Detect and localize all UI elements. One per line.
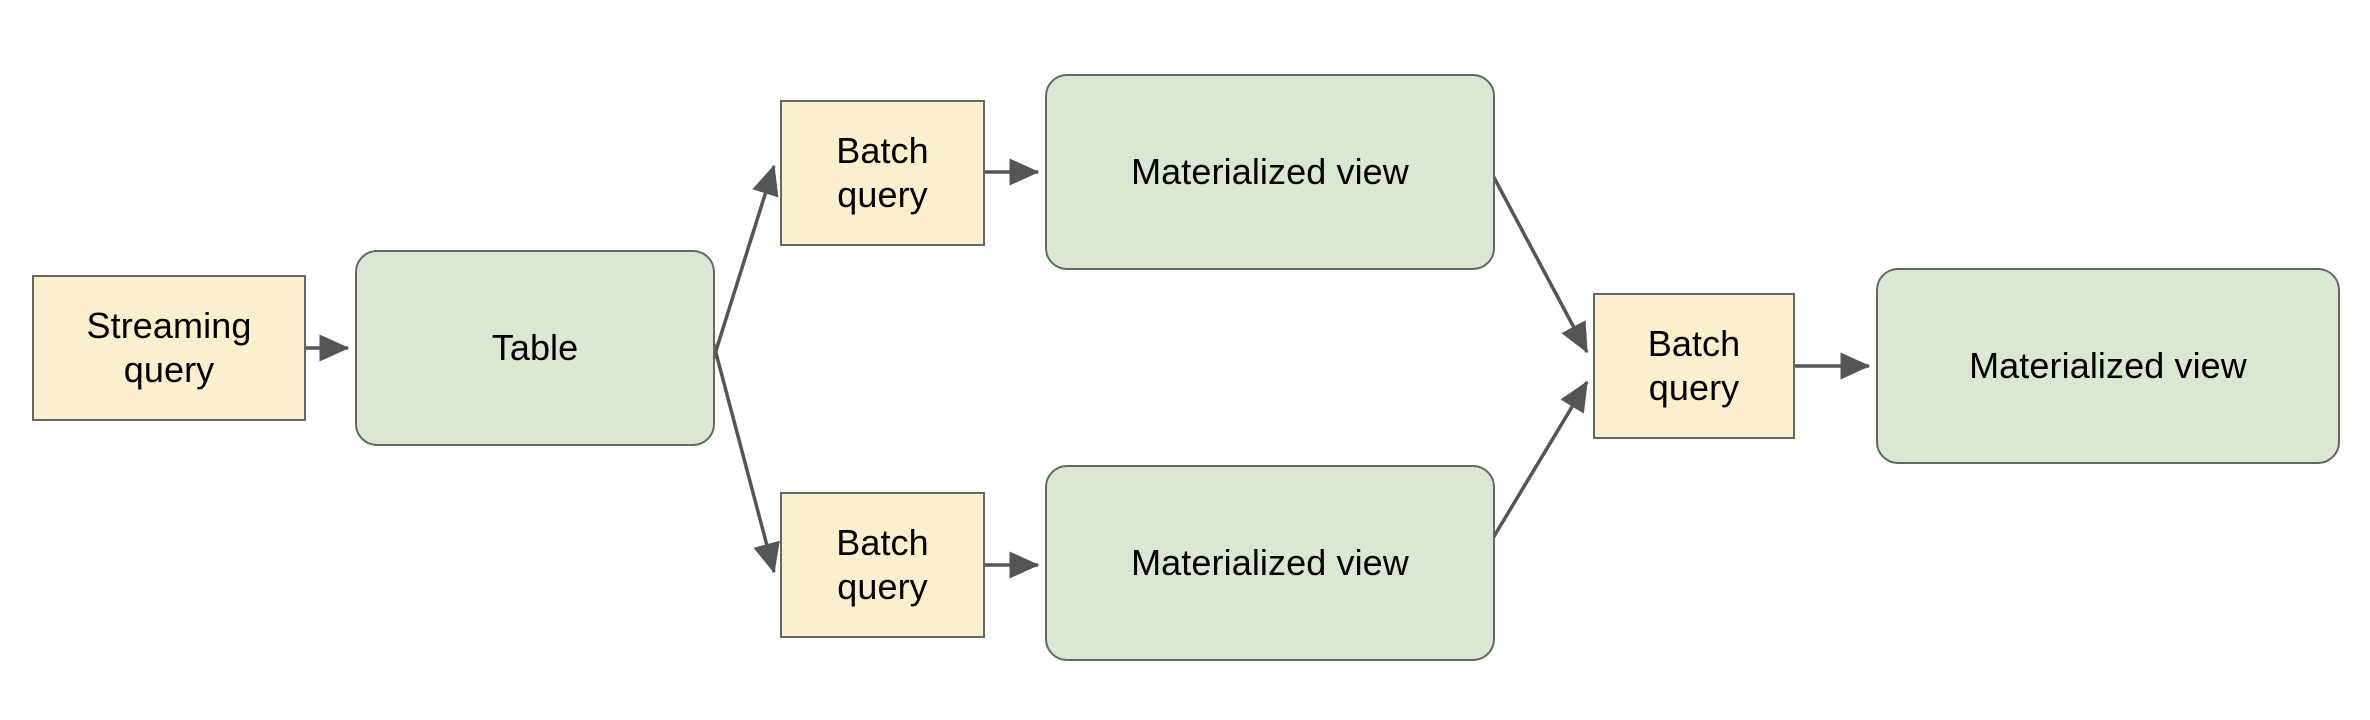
node-label-table: Table xyxy=(491,327,579,369)
node-materialized-view-bottom[interactable]: Materialized view xyxy=(1045,465,1495,661)
node-label-batch-query-bottom: Batch query xyxy=(836,522,929,607)
node-table[interactable]: Table xyxy=(355,250,715,446)
node-label-materialized-view-top: Materialized view xyxy=(1131,151,1409,193)
node-label-materialized-view-final: Materialized view xyxy=(1969,345,2247,387)
node-materialized-view-top[interactable]: Materialized view xyxy=(1045,74,1495,270)
node-batch-query-top[interactable]: Batch query xyxy=(780,100,985,246)
node-materialized-view-final[interactable]: Materialized view xyxy=(1876,268,2340,464)
edge-materialized-view-bottom-to-batch-query-merge xyxy=(1488,380,1589,544)
node-label-batch-query-top: Batch query xyxy=(836,130,929,215)
node-batch-query-bottom[interactable]: Batch query xyxy=(780,492,985,638)
node-label-streaming-query: Streaming query xyxy=(86,305,252,390)
node-streaming-query[interactable]: Streaming query xyxy=(32,275,306,421)
edge-materialized-view-top-to-batch-query-merge xyxy=(1488,169,1589,354)
node-batch-query-merge[interactable]: Batch query xyxy=(1593,293,1795,439)
node-label-batch-query-merge: Batch query xyxy=(1647,323,1741,408)
node-label-materialized-view-bottom: Materialized view xyxy=(1131,542,1409,584)
